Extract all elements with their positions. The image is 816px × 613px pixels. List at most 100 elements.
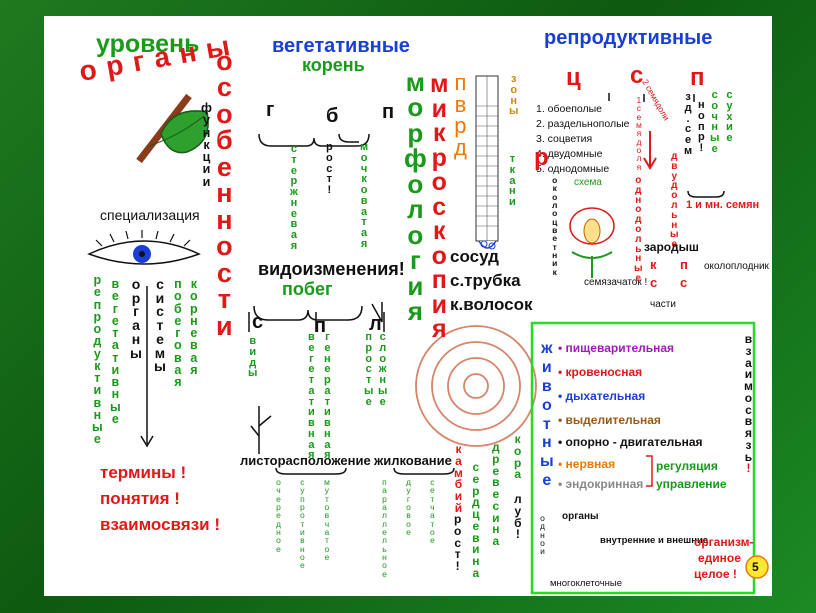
kps-k: к [650, 257, 657, 272]
root-kind-g: г [266, 99, 275, 121]
shoot-kind-p: п [314, 315, 327, 337]
repro-list-4: 4. двудомные [536, 148, 603, 160]
reproductive-title: репродуктивные [544, 27, 713, 49]
root-kind-b: б [326, 105, 339, 127]
scheme-label: схема [574, 177, 602, 188]
whole-label: единое [698, 551, 741, 565]
repro-list-2: 2. раздельнополые [536, 118, 630, 130]
organs-sys-label: органы [562, 511, 599, 522]
repro-letter-ts: ц [566, 64, 581, 91]
repro-list-1: 1. обоеполые [536, 103, 603, 115]
specialization-label: специализация [100, 207, 200, 223]
repro-list-5: 5. однодомные [536, 163, 610, 175]
note-terms: термины ! [100, 463, 187, 482]
organism-label: организм- [694, 535, 754, 549]
inner-outer-label: внутренние и внешние [600, 535, 709, 546]
whole2-label: целое ! [694, 567, 737, 581]
stem-rings [415, 325, 537, 447]
regulation-label: регуляция [656, 459, 718, 473]
diagram-lines [87, 75, 769, 595]
note-concepts: понятия ! [100, 489, 180, 508]
system-excretory: • выделительная [558, 413, 661, 427]
one-many-seeds: 1 и мн. семян [686, 199, 760, 211]
repro-letter-r: р [534, 144, 549, 171]
many-cell-label: многоклеточные [550, 578, 623, 589]
level-title: уровень [96, 30, 200, 58]
modifications-label: видоизменения! [258, 259, 405, 279]
kps-s1: с [650, 275, 658, 290]
tissue-sieve-tube: с.трубка [450, 271, 521, 290]
repro-list-3: 3. соцветия [536, 133, 593, 145]
kps-p: п [680, 257, 688, 272]
repro-letter-p: п [690, 64, 705, 91]
system-musculoskeletal: • опорно - двигательная [558, 435, 703, 449]
parts-label: части [650, 299, 676, 310]
system-endocrine: • эндокринная [558, 477, 644, 491]
fruit-wall-label: околоплодник ! [704, 261, 772, 272]
control-label: управление [656, 477, 727, 491]
tissue-vessel: сосуд [450, 247, 499, 266]
vegetative-title: вегетативные [272, 35, 410, 57]
shoot-kind-s: с [252, 311, 264, 333]
repro-letter-s: с [630, 62, 644, 89]
embryo-label: зародыш [644, 240, 699, 254]
ovule-label: семязачаток ! [584, 277, 648, 288]
root-title: корень [302, 55, 365, 75]
note-relations: взаимосвязи ! [100, 515, 220, 534]
leaf-arrangement-title: листорасположение [240, 453, 371, 468]
tissue-root-hair: к.волосок [450, 295, 533, 314]
venation-title: жилкование [374, 453, 452, 468]
shoot-title: побег [282, 279, 333, 299]
slide-number: 5 [752, 560, 759, 574]
system-circulatory: • кровеносная [558, 365, 643, 379]
system-digestive: • пищеварительная [558, 341, 675, 355]
kps-s2: с [680, 275, 688, 290]
shoot-kind-l: л [369, 313, 382, 335]
root-kind-p: п [382, 101, 395, 123]
